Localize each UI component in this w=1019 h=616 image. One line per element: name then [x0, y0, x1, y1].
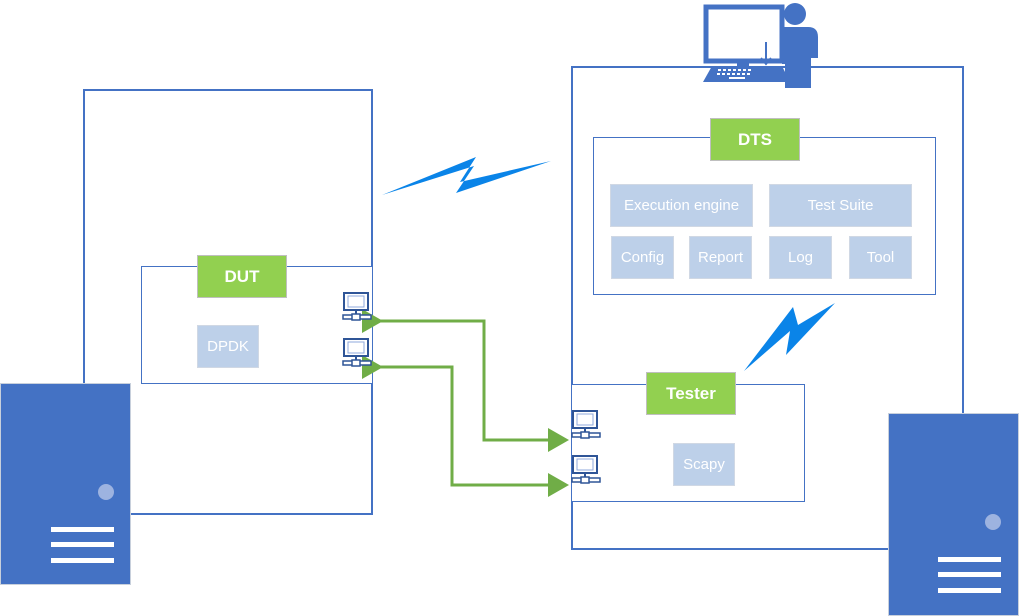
link-2 [362, 355, 569, 497]
power-led [98, 484, 114, 500]
dut-label: DUT [197, 255, 287, 298]
module-test-suite: Test Suite [769, 184, 912, 227]
lightning-icon [744, 303, 835, 371]
module-log: Log [769, 236, 832, 279]
dut-server-icon [0, 383, 131, 585]
drive-bay [51, 542, 114, 547]
link-1 [362, 309, 569, 452]
dut-nic-1-icon [342, 292, 372, 321]
lightning-icon [382, 157, 551, 195]
dut-nic-2-icon [342, 338, 372, 367]
drive-bay [938, 557, 1001, 562]
link-2-line [362, 355, 569, 497]
tester-label: Tester [646, 372, 736, 415]
module-execution-engine: Execution engine [610, 184, 753, 227]
tester-nic-2-icon [571, 455, 601, 484]
module-scapy: Scapy [673, 443, 735, 486]
module-config: Config [611, 236, 674, 279]
drive-bay [51, 527, 114, 532]
dts-label: DTS [710, 118, 800, 161]
user-at-computer-icon [703, 3, 818, 88]
module-dpdk: DPDK [197, 325, 259, 368]
module-tool: Tool [849, 236, 912, 279]
tester-server-icon [888, 413, 1019, 616]
module-report: Report [689, 236, 752, 279]
link-1-line [362, 309, 569, 452]
drive-bay [51, 558, 114, 563]
drive-bay [938, 588, 1001, 593]
drive-bay [938, 572, 1001, 577]
tester-nic-1-icon [571, 410, 601, 439]
power-led [985, 514, 1001, 530]
